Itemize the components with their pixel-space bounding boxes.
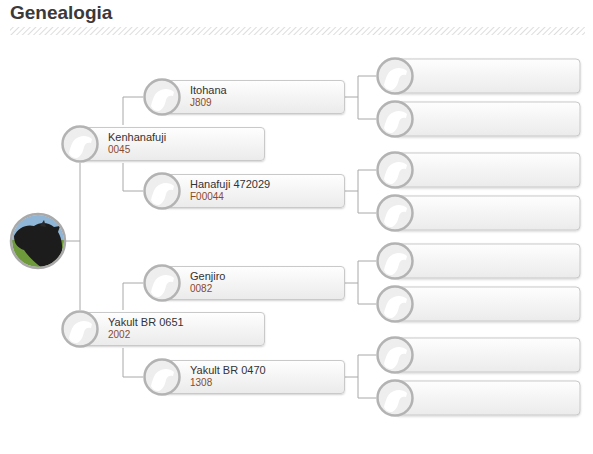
pedigree-box: Genjiro0082 — [143, 264, 345, 302]
title-hatch-band — [10, 27, 585, 35]
empty-pedigree-box — [378, 381, 581, 416]
empty-box — [395, 381, 580, 415]
text-holder: Kenhanafuji0045 — [108, 131, 261, 156]
pedigree-box: Yakult BR 04701308 — [143, 358, 345, 396]
empty-box — [395, 59, 580, 93]
empty-box — [395, 287, 580, 321]
animal-ring — [61, 310, 99, 348]
pedigree-box: Yakult BR 06512002 — [61, 310, 265, 348]
empty-pedigree-box — [378, 102, 581, 137]
page-title: Genealogia — [10, 1, 112, 25]
registry-number: 0045 — [108, 144, 261, 156]
animal-silhouette — [151, 369, 174, 391]
photo-ring — [11, 214, 65, 268]
pedigree-box: Hanafuji 472029F00044 — [143, 172, 345, 210]
animal-ring — [143, 264, 181, 302]
registry-number: 1308 — [190, 377, 341, 389]
empty-ring — [378, 244, 413, 279]
animal-name: Kenhanafuji — [108, 131, 261, 144]
box-frame — [80, 127, 265, 161]
animal-name: Yakult BR 0651 — [108, 316, 261, 329]
empty-box — [395, 338, 580, 372]
ring-circle — [145, 360, 180, 395]
registry-number: 2002 — [108, 329, 261, 341]
ring-circle — [145, 266, 180, 301]
animal-silhouette — [384, 253, 407, 275]
empty-pedigree-box — [378, 59, 581, 94]
empty-pedigree-box — [378, 338, 581, 373]
empty-ring — [378, 287, 413, 322]
empty-ring — [378, 102, 413, 137]
empty-pedigree-box — [378, 153, 581, 188]
registry-number: F00044 — [190, 191, 341, 203]
animal-silhouette — [384, 205, 407, 227]
text-holder: ItohanaJ809 — [190, 84, 341, 109]
photo-ear — [40, 220, 46, 227]
animal-silhouette — [69, 321, 92, 343]
empty-ring — [378, 59, 413, 94]
text-holder: Hanafuji 472029F00044 — [190, 178, 341, 203]
bracket-line — [345, 355, 376, 398]
animal-silhouette — [151, 89, 174, 111]
pedigree-connector — [123, 97, 143, 125]
text-holder: Yakult BR 06512002 — [108, 316, 261, 341]
box-frame — [162, 266, 345, 300]
text-holder: Genjiro0082 — [190, 270, 341, 295]
text-holder: Yakult BR 04701308 — [190, 364, 341, 389]
animal-silhouette — [384, 296, 407, 318]
empty-ring — [378, 196, 413, 231]
animal-ring — [143, 78, 181, 116]
animal-silhouette — [151, 183, 174, 205]
ring-circle — [145, 80, 180, 115]
bracket-line — [345, 76, 376, 119]
animal-silhouette — [384, 68, 407, 90]
animal-silhouette — [69, 136, 92, 158]
empty-pedigree-box — [378, 287, 581, 322]
registry-number: J809 — [190, 97, 341, 109]
box-frame — [162, 80, 345, 114]
pedigree-box: ItohanaJ809 — [143, 78, 345, 116]
empty-box — [395, 153, 580, 187]
animal-ring — [143, 358, 181, 396]
animal-silhouette — [384, 390, 407, 412]
ring-circle — [63, 127, 98, 162]
animal-silhouette — [384, 162, 407, 184]
empty-ring — [378, 153, 413, 188]
bracket-line — [345, 170, 376, 213]
registry-number: 0082 — [190, 283, 341, 295]
animal-silhouette — [384, 347, 407, 369]
pedigree-box: Kenhanafuji0045 — [61, 125, 265, 163]
pedigree-connector — [123, 163, 143, 191]
animal-photo — [10, 213, 66, 270]
empty-pedigree-box — [378, 244, 581, 279]
root-connector — [65, 163, 80, 310]
empty-box — [395, 102, 580, 136]
empty-box — [395, 196, 580, 230]
ring-circle — [63, 312, 98, 347]
animal-name: Itohana — [190, 84, 341, 97]
animal-name: Yakult BR 0470 — [190, 364, 341, 377]
animal-name: Genjiro — [190, 270, 341, 283]
animal-ring — [61, 125, 99, 163]
empty-ring — [378, 381, 413, 416]
bracket-line — [345, 261, 376, 304]
empty-ring — [378, 338, 413, 373]
animal-ring — [143, 172, 181, 210]
pedigree-connector — [123, 283, 143, 310]
ring-circle — [145, 174, 180, 209]
animal-name: Hanafuji 472029 — [190, 178, 341, 191]
pedigree-connector — [123, 348, 143, 377]
animal-silhouette — [151, 275, 174, 297]
empty-pedigree-box — [378, 196, 581, 231]
animal-silhouette — [384, 111, 407, 133]
empty-box — [395, 244, 580, 278]
